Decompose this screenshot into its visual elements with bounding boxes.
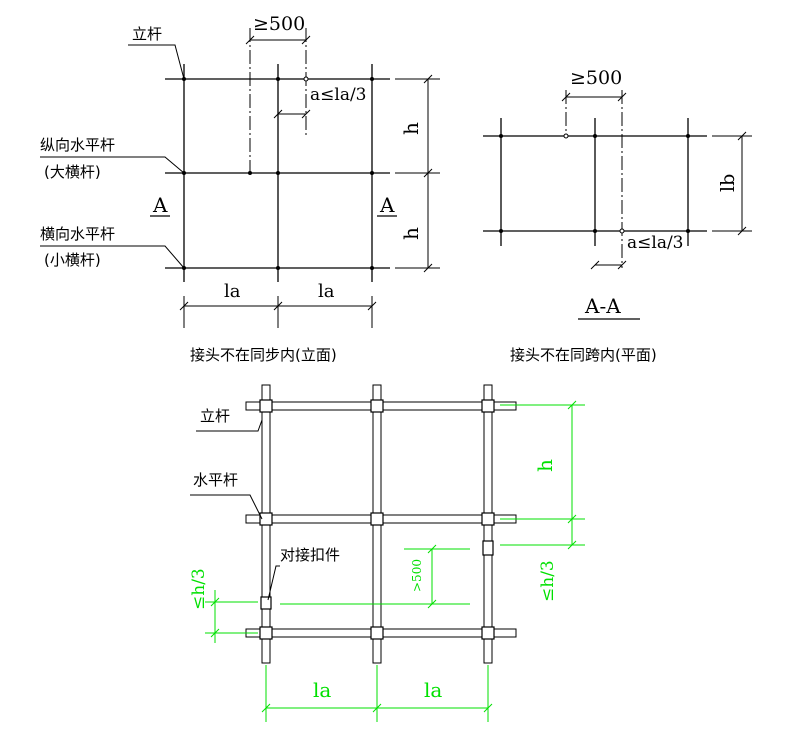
label-long-bar-1: 纵向水平杆 <box>40 136 115 154</box>
plan-dim-lb-label: lb <box>717 174 739 192</box>
section-mark-right: A <box>379 193 395 217</box>
detail-clamps <box>259 399 495 640</box>
leader-upright <box>128 44 185 80</box>
detail-dim-h3-right-label: ≤h/3 <box>538 560 558 602</box>
elevation-view: ≥500 a≤la/3 h h la la 立杆 纵向水平杆 (大横杆) 横向水… <box>40 13 440 364</box>
label-cross-bar-1: 横向水平杆 <box>40 225 115 243</box>
detail-label-upright: 立杆 <box>200 407 230 425</box>
caption-plan: 接头不在同跨内(平面) <box>510 346 657 364</box>
plan-dim-500-label: ≥500 <box>570 67 622 89</box>
detail-dim-500-label: >500 <box>410 559 424 592</box>
section-mark-left: A <box>152 193 168 217</box>
label-long-bar-2: (大横杆) <box>44 163 101 181</box>
label-cross-bar-2: (小横杆) <box>44 251 101 269</box>
section-title-aa: A-A <box>584 294 621 318</box>
dim-la-left-label: la <box>224 281 241 302</box>
label-upright: 立杆 <box>132 25 162 43</box>
detail-dim-la-left-label: la <box>313 678 331 702</box>
detail-dim-h-label: h <box>533 459 557 472</box>
detail-dim-la-right-label: la <box>424 678 442 702</box>
dim-h-bottom-label: h <box>399 227 423 240</box>
caption-elevation: 接头不在同步内(立面) <box>190 346 337 364</box>
dim-a-label: a≤la/3 <box>310 85 367 105</box>
detail-dim-h3-left-label: ≤h/3 <box>189 568 209 610</box>
dim-500-label: ≥500 <box>253 13 305 35</box>
dim-h-top-label: h <box>399 122 423 135</box>
plan-dim-a-label: a≤la/3 <box>627 233 684 253</box>
dim-la-right-label: la <box>318 281 335 302</box>
leader-long-bar <box>40 156 185 174</box>
plan-view: ≥500 lb a≤la/3 A-A 接头不在同跨内(平面) <box>483 67 752 364</box>
plan-node-dots <box>499 133 690 234</box>
detail-label-butt-coupler: 对接扣件 <box>280 546 340 564</box>
detail-view: 立杆 水平杆 对接扣件 >500 h ≤h/3 ≤h/3 <box>189 384 585 722</box>
butt-coupler-right <box>482 540 494 556</box>
leader-cross-bar <box>40 245 185 269</box>
butt-coupler-left <box>260 596 272 610</box>
detail-label-horizontal-bar: 水平杆 <box>193 471 238 489</box>
